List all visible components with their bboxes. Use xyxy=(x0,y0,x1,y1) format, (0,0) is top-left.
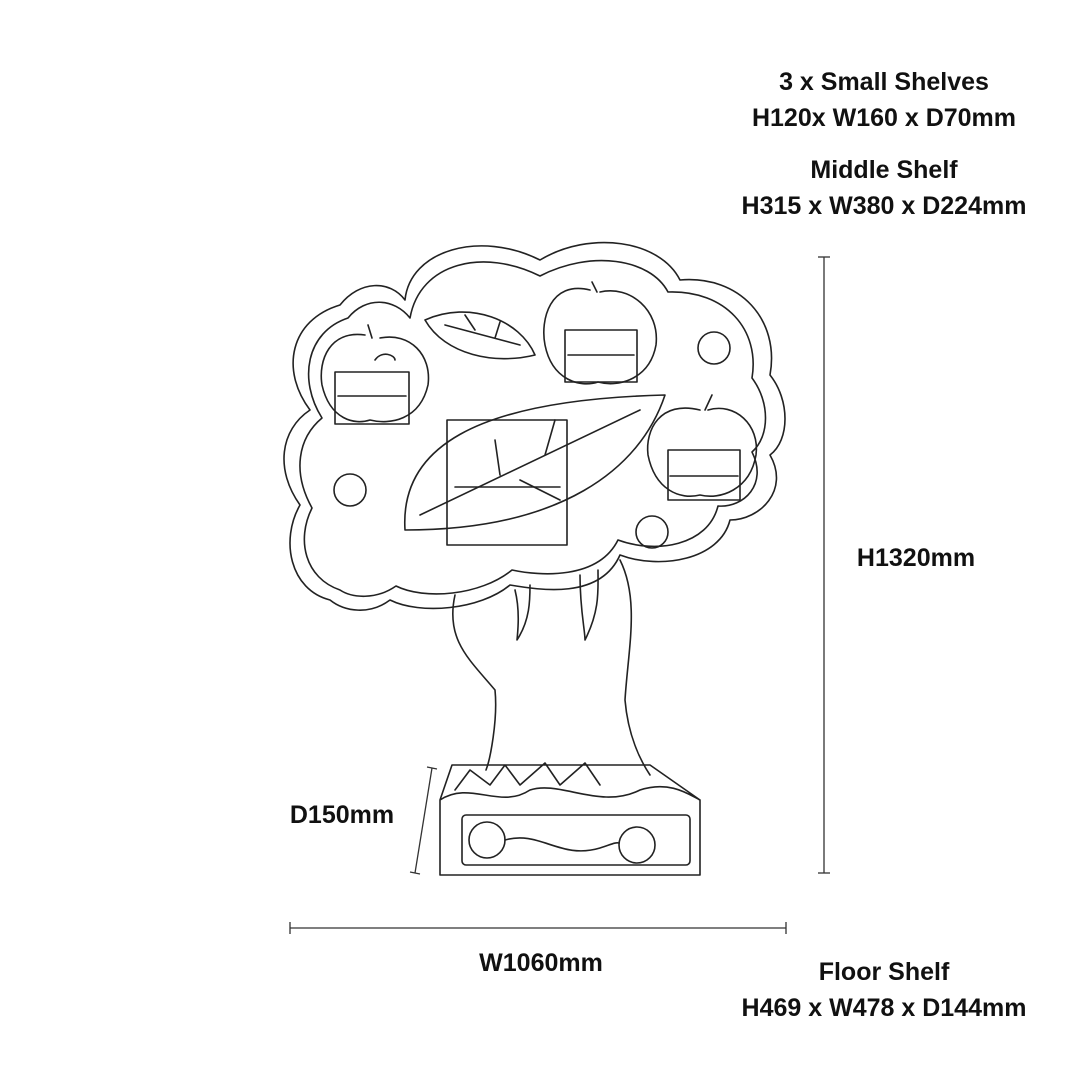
apple-shelf-1 xyxy=(320,324,430,425)
floor-shelf-title: Floor Shelf xyxy=(818,958,950,986)
height-label: H1320mm xyxy=(856,544,976,572)
apple-small xyxy=(333,473,367,507)
apple-small xyxy=(635,515,669,549)
small-shelves-title: 3 x Small Shelves xyxy=(779,68,989,96)
apple-small xyxy=(697,331,731,365)
big-leaf xyxy=(404,394,666,531)
bee-icon xyxy=(468,821,506,859)
canopy-outline xyxy=(283,241,786,611)
depth-label: D150mm xyxy=(289,801,395,829)
width-dimension-line xyxy=(289,922,787,934)
apple-shelf-3 xyxy=(646,394,758,501)
middle-shelf xyxy=(446,419,568,546)
width-label: W1060mm xyxy=(479,949,603,977)
depth-dimension-line xyxy=(409,766,438,875)
trunk xyxy=(452,559,651,776)
middle-shelf-dims: H315 x W380 x D224mm xyxy=(741,192,1027,220)
floor-shelf-dims: H469 x W478 x D144mm xyxy=(741,994,1027,1022)
canopy-inner xyxy=(299,259,767,598)
bee-icon xyxy=(618,826,656,864)
floor-shelf xyxy=(439,762,701,876)
small-shelves-dims: H120x W160 x D70mm xyxy=(751,104,1017,132)
middle-shelf-title: Middle Shelf xyxy=(810,156,958,184)
small-leaf xyxy=(424,311,536,360)
height-dimension-line xyxy=(818,256,830,874)
apple-shelf-2 xyxy=(543,281,658,385)
